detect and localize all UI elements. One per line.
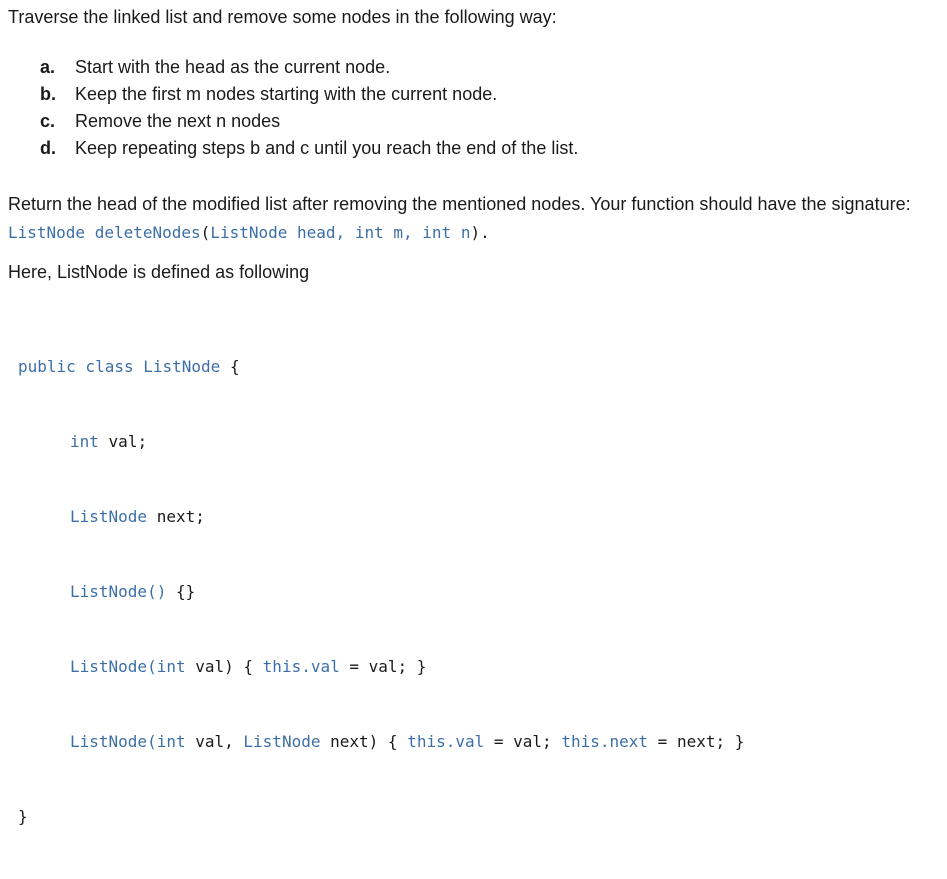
sig-open-paren: (: [200, 223, 211, 242]
steps-list: a. Start with the head as the current no…: [40, 54, 578, 162]
code-line: ListNode(int val, ListNode next) { this.…: [18, 729, 744, 754]
sig-return-type: ListNode: [8, 223, 86, 242]
code-text: }: [18, 807, 28, 826]
code-line: ListNode next;: [18, 504, 744, 529]
step-marker: b.: [40, 84, 56, 104]
code-text: {: [229, 357, 240, 376]
code-text: = next; }: [657, 732, 745, 751]
code-keyword: this.val: [262, 657, 340, 676]
code-type: ListNode: [70, 507, 148, 526]
code-keyword: this.val: [407, 732, 485, 751]
sig-param-type: int: [354, 223, 384, 242]
step-text: Keep the first m nodes starting with the…: [75, 84, 498, 104]
sig-param: m,: [393, 223, 413, 242]
code-block: public class ListNode { int val; ListNod…: [18, 304, 744, 879]
step-marker: c.: [40, 111, 56, 131]
function-signature: ListNode deleteNodes(ListNode head, int …: [8, 223, 490, 242]
code-line: int val;: [18, 429, 744, 454]
code-type: ListNode(): [70, 582, 167, 601]
code-text: = val;: [493, 732, 552, 751]
code-keyword: public class: [18, 357, 134, 376]
code-keyword: this.next: [561, 732, 649, 751]
step-text: Start with the head as the current node.: [75, 57, 391, 77]
list-item: c. Remove the next n nodes: [40, 108, 578, 135]
code-text: val,: [195, 732, 234, 751]
list-item: d. Keep repeating steps b and c until yo…: [40, 135, 578, 162]
sig-function-name: deleteNodes: [94, 223, 201, 242]
sig-param: n: [460, 223, 471, 242]
code-line: }: [18, 804, 744, 829]
code-text: = val; }: [349, 657, 427, 676]
return-paragraph: Return the head of the modified list aft…: [8, 190, 928, 247]
code-type: ListNode(int: [70, 732, 186, 751]
code-keyword: int: [70, 432, 99, 451]
definition-intro: Here, ListNode is defined as following: [8, 262, 310, 282]
sig-param-type: int: [422, 223, 452, 242]
list-item: a. Start with the head as the current no…: [40, 54, 578, 81]
code-text: next;: [156, 507, 205, 526]
sig-param-type: ListNode: [210, 223, 288, 242]
document: Traverse the linked list and remove some…: [8, 7, 928, 826]
step-text: Remove the next n nodes: [75, 111, 281, 131]
code-text: val;: [108, 432, 148, 451]
code-type: ListNode(int: [70, 657, 186, 676]
step-text: Keep repeating steps b and c until you r…: [75, 138, 579, 158]
code-text: {}: [175, 582, 196, 601]
code-text: val) {: [195, 657, 254, 676]
code-line: ListNode(int val) { this.val = val; }: [18, 654, 744, 679]
step-marker: d.: [40, 138, 56, 158]
list-item: b. Keep the first m nodes starting with …: [40, 81, 578, 108]
sig-close: ).: [470, 223, 490, 242]
paragraph-text: Return the head of the modified list aft…: [8, 194, 911, 214]
code-type: ListNode: [243, 732, 321, 751]
intro-text: Traverse the linked list and remove some…: [8, 7, 557, 27]
code-text: next) {: [330, 732, 398, 751]
code-type: ListNode: [143, 357, 221, 376]
code-line: ListNode() {}: [18, 579, 744, 604]
sig-param: head,: [297, 223, 346, 242]
code-line: public class ListNode {: [18, 354, 744, 379]
step-marker: a.: [40, 57, 56, 77]
